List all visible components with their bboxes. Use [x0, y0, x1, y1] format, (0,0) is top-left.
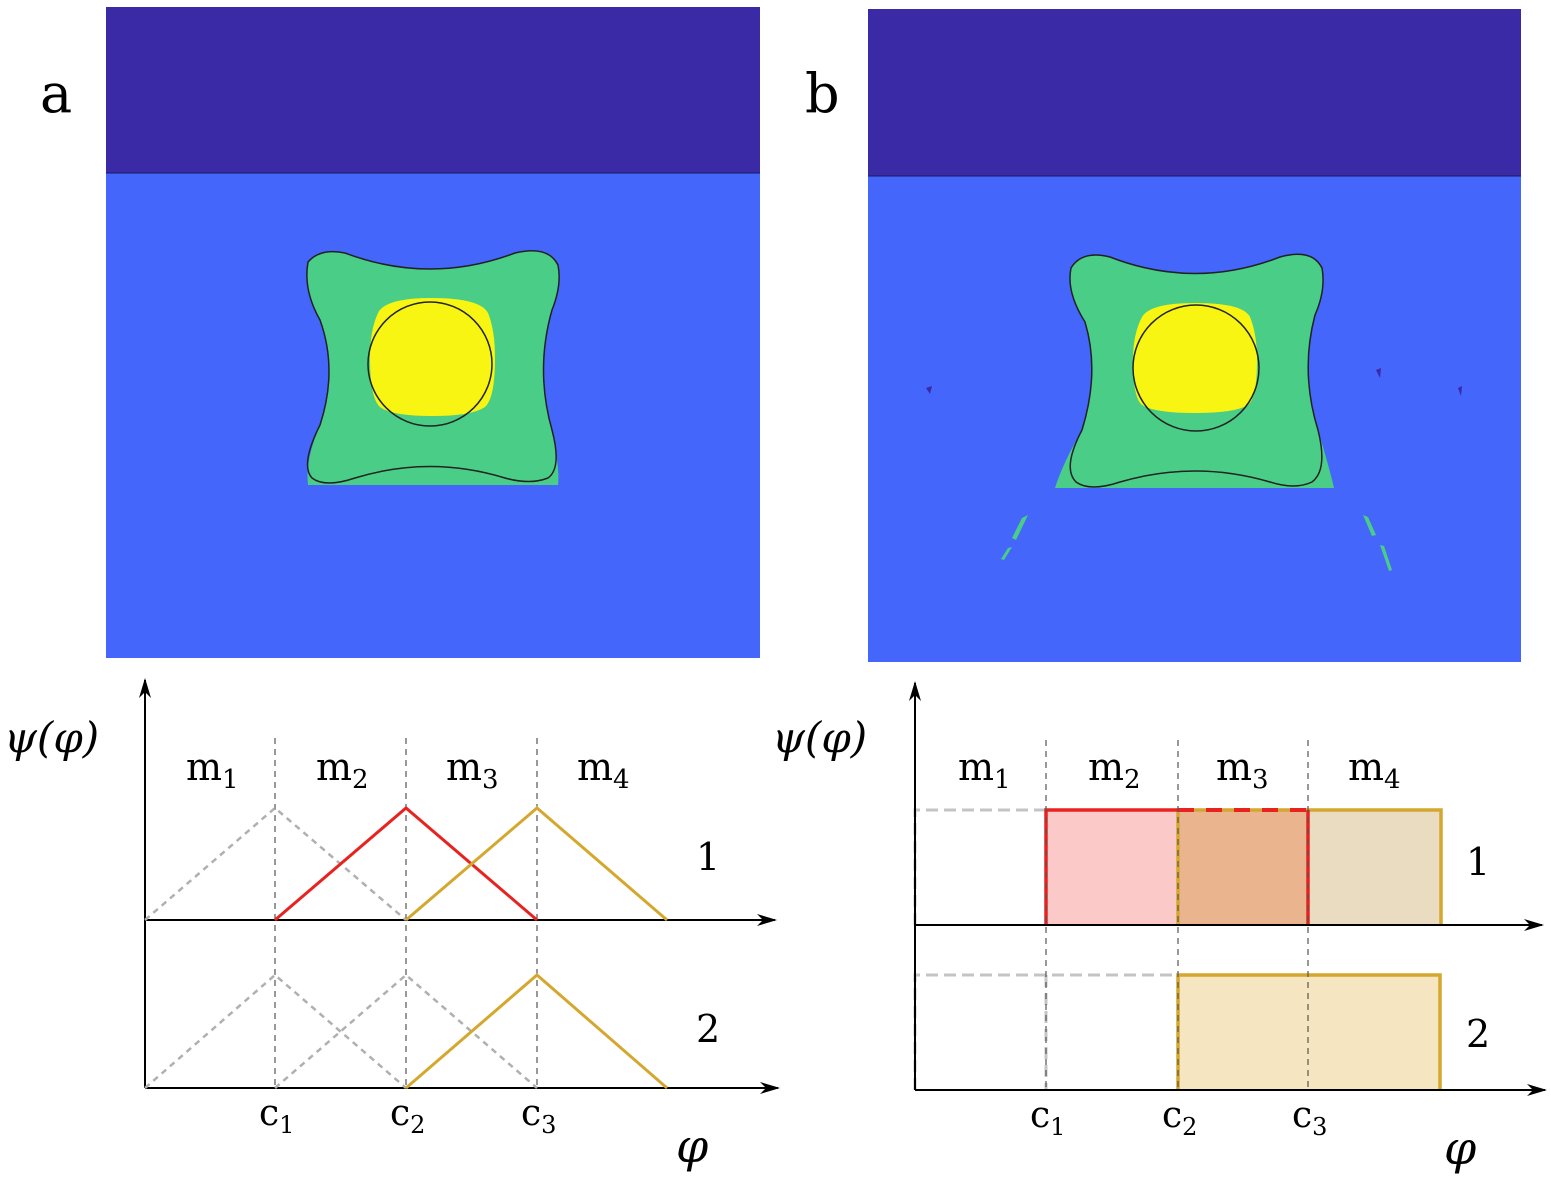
panel-a-row1-red-hat: [274, 806, 538, 922]
panel-a-row1-gold-hat: [405, 806, 668, 922]
panel-a-row1-label: 1: [696, 835, 720, 879]
panel-b-dividers: [1045, 740, 1309, 1090]
panel-a-dark-layer: [106, 7, 760, 173]
panel-a-c3: c3: [521, 1093, 556, 1139]
panel-b-row2-label: 2: [1466, 1012, 1490, 1056]
panel-a-m3: m3: [446, 745, 499, 795]
panel-b-row2-gold-box: [1176, 973, 1442, 1090]
panel-a-m1: m1: [186, 745, 239, 795]
panel-b-plot: ψ(φ) φ m1 m2 m3 m4 1 2 c1 c2 c3: [772, 681, 1547, 1175]
panel-a-row2-label: 2: [696, 1007, 720, 1051]
panel-b-dark-layer: [868, 9, 1521, 176]
panel-b-m4: m4: [1348, 745, 1401, 795]
panel-a-circle-outline: [367, 301, 493, 427]
panel-b-yellow-region: [1133, 303, 1257, 413]
panel-b-c3: c3: [1292, 1095, 1327, 1141]
panel-b-green-fleck-right: [1363, 515, 1392, 571]
panel-a-star-outline: [306, 250, 560, 484]
panel-b-row1-overlap-fill: [1178, 810, 1308, 925]
panel-a-x-label: φ: [676, 1119, 709, 1173]
panel-b-m1: m1: [958, 745, 1011, 795]
panel-b-c2: c2: [1162, 1095, 1197, 1141]
panel-b-row2-gold-fill: [1178, 975, 1440, 1090]
panel-b-image: b: [805, 9, 1521, 662]
panel-a-c1: c1: [259, 1093, 294, 1139]
panel-a-c2: c2: [390, 1093, 425, 1139]
panel-a-dividers: [274, 738, 538, 1088]
panel-a-row2-gold-hat: [405, 973, 668, 1090]
panel-a-image: a: [40, 7, 760, 658]
panel-a-row2-inactive-hats: [144, 973, 538, 1089]
panel-b-x-label: φ: [1444, 1121, 1477, 1175]
panel-a-letter: a: [40, 62, 72, 125]
panel-b-m2: m2: [1088, 745, 1141, 795]
panel-b-y-label: ψ(φ): [772, 713, 867, 762]
panel-b-row1-gold-fill: [1308, 810, 1441, 925]
panel-b-m3: m3: [1216, 745, 1269, 795]
panel-a-y-label: ψ(φ): [4, 713, 99, 762]
panel-a-row1-inactive-hats: [144, 806, 407, 921]
panel-a-m4: m4: [577, 745, 630, 795]
panel-b-circle-outline: [1132, 304, 1260, 432]
panel-b-row1-red-fill: [1046, 810, 1178, 925]
panel-b-letter: b: [805, 62, 840, 125]
panel-b-green-fleck-left: [1001, 515, 1028, 560]
panel-a-yellow-region: [370, 298, 495, 416]
panel-b-c1: c1: [1030, 1095, 1065, 1141]
panel-b-star-outline: [1069, 253, 1324, 488]
panel-a-plot: ψ(φ) φ m1 m2 m3 m4 1 2 c1 c2 c3: [4, 678, 780, 1173]
panel-b-row1-label: 1: [1466, 840, 1490, 884]
panel-a-m2: m2: [316, 745, 369, 795]
